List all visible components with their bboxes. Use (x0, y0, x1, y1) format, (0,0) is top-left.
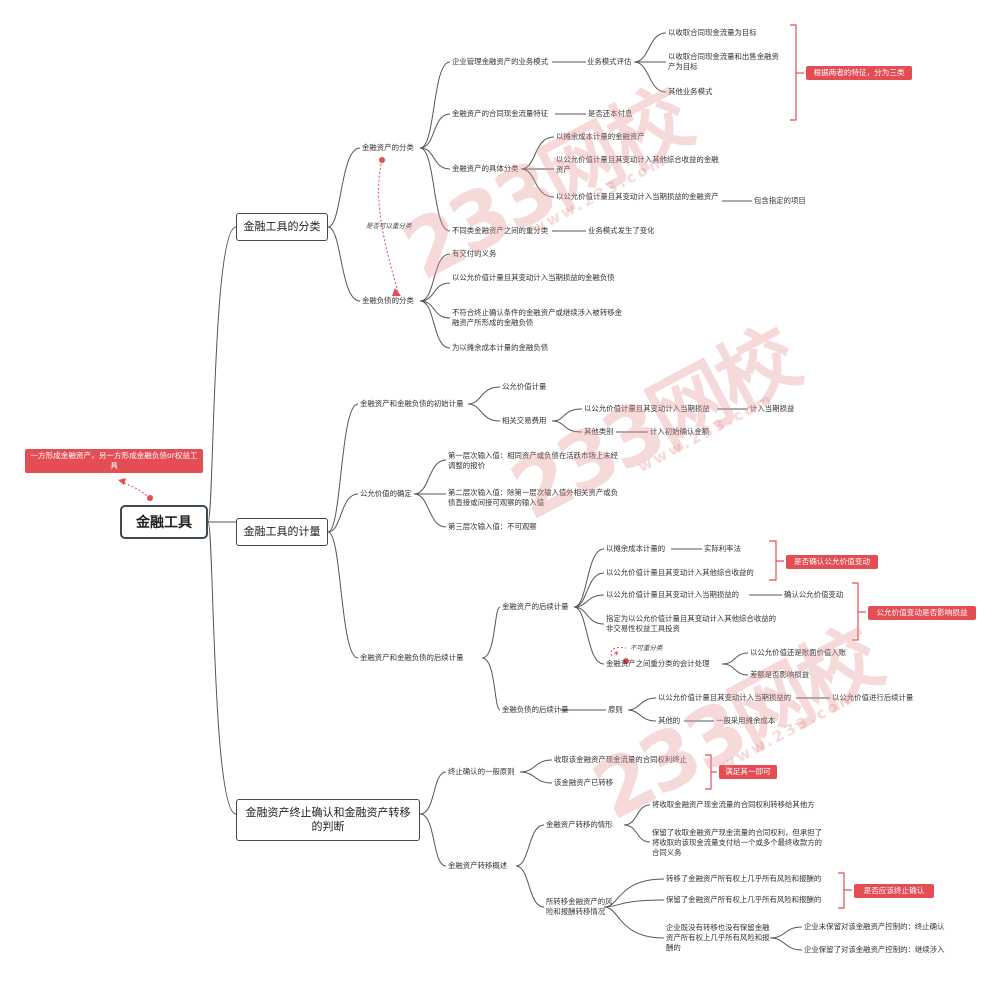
node-effective-rate[interactable]: 实际利率法 (704, 544, 741, 553)
bracket-derecog (838, 872, 845, 909)
node-level-1[interactable]: 第一层次输入值：相同资产或负债在活跃市场上未经调整的报价 (448, 451, 618, 470)
node-general[interactable]: 终止确认的一般原则 (448, 767, 515, 776)
tag-fv-change: 是否确认公允价值变动 (786, 555, 878, 569)
node-fvpl-child[interactable]: 确认公允价值变动 (784, 590, 844, 599)
node-specific-fvpl[interactable]: 以公允价值计量且其变动计入当期损益的金融资产 (556, 192, 719, 201)
bracket-three-types (790, 24, 797, 121)
connector-b1-liab (327, 226, 361, 302)
tag-fv-pl: 公允价值变动是否影响损益 (868, 606, 976, 620)
node-situation-2[interactable]: 保留了收取金融资产现金流量的合同权利，但承担了将收取的该现金流量支付给一个或多个… (652, 828, 822, 857)
node-risk-1[interactable]: 转移了金融资产所有权上几乎所有风险和报酬的 (666, 874, 822, 883)
node-liab-sub[interactable]: 金融负债的后续计量 (502, 705, 569, 714)
node-risk-2[interactable]: 保留了金融资产所有权上几乎所有风险和报酬的 (666, 895, 822, 904)
node-txn-other-child[interactable]: 计入初始确认金额 (650, 427, 710, 436)
connector-b1-asset (327, 147, 361, 228)
node-designated[interactable]: 包含指定的项目 (754, 196, 806, 205)
node-designated-equity[interactable]: 指定为以公允价值计量且其变动计入其他综合收益的非交易性权益工具投资 (606, 614, 776, 633)
node-txn-fvpl[interactable]: 以公允价值计量且其变动计入当期损益 (584, 404, 710, 413)
branch-derecognition[interactable]: 金融资产终止确认和金融资产转移的判断 (236, 799, 420, 841)
tag-derecognize: 是否应该终止确认 (854, 884, 934, 898)
node-control-1[interactable]: 企业未保留对该金融资产控制的：终止确认 (804, 922, 945, 931)
connector-root-b1 (207, 226, 237, 523)
node-business-model[interactable]: 企业管理金融资产的业务模式 (452, 57, 549, 66)
reclass-note: 是否可以重分类 (366, 222, 412, 230)
node-risk[interactable]: 所转移金融资产的风险和报酬转移情况 (546, 897, 613, 916)
node-reclass-acct[interactable]: 金融资产之间重分类的会计处理 (606, 659, 710, 668)
node-txn-other[interactable]: 其他类别 (584, 427, 614, 436)
node-transfer-situations[interactable]: 金融资产转移的情形 (546, 820, 613, 829)
node-fair-value[interactable]: 公允价值的确定 (360, 489, 412, 498)
node-initial[interactable]: 金融资产和金融负债的初始计量 (360, 399, 464, 408)
node-liability-class[interactable]: 金融负债的分类 (362, 296, 414, 305)
node-specific-class[interactable]: 金融资产的具体分类 (452, 164, 519, 173)
node-business-model-eval[interactable]: 业务模式评估 (587, 57, 632, 66)
svg-text:✶: ✶ (613, 649, 620, 658)
node-liab-item-4[interactable]: 为以摊余成本计量的金融负债 (452, 343, 549, 352)
node-situation-1[interactable]: 将收取金融资产现金流量的合同权利转移给其他方 (652, 800, 815, 809)
node-asset-class[interactable]: 金融资产的分类 (362, 143, 414, 152)
node-level-2[interactable]: 第二层次输入值：除第一层次输入值外相关资产或负债直接或间接可观察的输入值 (448, 488, 618, 507)
node-reclass-acct-1[interactable]: 以公允价值还是账面价值入账 (750, 648, 847, 657)
node-bm-item-2[interactable]: 以收取合同现金流量和出售金融资产为目标 (668, 52, 779, 71)
tag-meet-one: 满足其一即可 (719, 765, 777, 779)
node-risk-3[interactable]: 企业既没有转移也没有保留金融资产所有权上几乎所有风险和报酬的 (666, 923, 770, 952)
node-specific-amortized[interactable]: 以摊余成本计量的金融资产 (556, 132, 645, 141)
node-level-3[interactable]: 第三层次输入值：不可观察 (448, 522, 537, 531)
node-fvpl[interactable]: 以公允价值计量且其变动计入当期损益的 (606, 590, 740, 599)
branch-classification[interactable]: 金融工具的分类 (236, 213, 328, 241)
bracket-fv-change (769, 540, 777, 581)
bracket-meet-one (705, 754, 712, 790)
connector-root-tag (121, 481, 151, 499)
node-reclass[interactable]: 不同类金融资产之间的重分类 (452, 226, 549, 235)
root-node[interactable]: 金融工具 (120, 505, 208, 539)
root-tag: 一方形成金融资产，另一方形成金融负债or权益工具 (25, 449, 203, 473)
branch-measurement[interactable]: 金融工具的计量 (236, 518, 328, 546)
node-subsequent[interactable]: 金融资产和金融负债的后续计量 (360, 653, 464, 662)
node-txn-cost[interactable]: 相关交易费用 (502, 416, 547, 425)
node-specific-fvoci[interactable]: 以公允价值计量且其变动计入其他综合收益的金融资产 (556, 155, 719, 174)
node-asset-sub[interactable]: 金融资产的后续计量 (502, 602, 569, 611)
node-txn-fvpl-child[interactable]: 计入当期损益 (750, 404, 795, 413)
node-amortized[interactable]: 以摊余成本计量的 (606, 544, 666, 553)
node-reclass-child[interactable]: 业务模式发生了变化 (588, 226, 655, 235)
node-principle-fvpl-child[interactable]: 以公允价值进行后续计量 (832, 693, 914, 702)
node-reclass-acct-2[interactable]: 差额是否影响损益 (750, 670, 810, 679)
no-reclass-note: 不可重分类 (630, 644, 663, 652)
node-cashflow-child[interactable]: 是否还本付息 (588, 109, 633, 118)
node-principle[interactable]: 原则 (608, 705, 623, 714)
node-liab-item-2[interactable]: 以公允价值计量且其变动计入当期损益的金融负债 (452, 273, 615, 282)
node-principle-fvpl[interactable]: 以公允价值计量且其变动计入当期损益的 (658, 693, 792, 702)
bracket-fv-pl (852, 582, 859, 641)
node-initial-fv[interactable]: 公允价值计量 (502, 382, 547, 391)
node-principle-other-child[interactable]: 一般采用摊余成本 (716, 716, 776, 725)
tag-three-types: 根据两者的特征，分为三类 (806, 66, 912, 80)
node-control-2[interactable]: 企业保留了对该金融资产控制的：继续涉入 (804, 945, 945, 954)
node-general-1[interactable]: 收取该金融资产现金流量的合同权利终止 (554, 755, 688, 764)
node-transfer[interactable]: 金融资产转移概述 (448, 861, 508, 870)
node-principle-other[interactable]: 其他的 (658, 716, 681, 725)
node-liab-item-1[interactable]: 有交付的义务 (452, 249, 497, 258)
node-general-2[interactable]: 该金融资产已转移 (554, 778, 614, 787)
connector-root-b3 (207, 521, 237, 815)
node-liab-item-3[interactable]: 不符合终止确认条件的金融资产或继续涉入被转移金融资产所形成的金融负债 (452, 308, 622, 327)
node-bm-item-3[interactable]: 其他业务模式 (668, 87, 713, 96)
node-cashflow-feature[interactable]: 金融资产的合同现金流量特征 (452, 109, 549, 118)
node-bm-item-1[interactable]: 以收取合同现金流量为目标 (668, 28, 757, 37)
node-fvoci[interactable]: 以公允价值计量且其变动计入其他综合收益的 (606, 568, 754, 577)
